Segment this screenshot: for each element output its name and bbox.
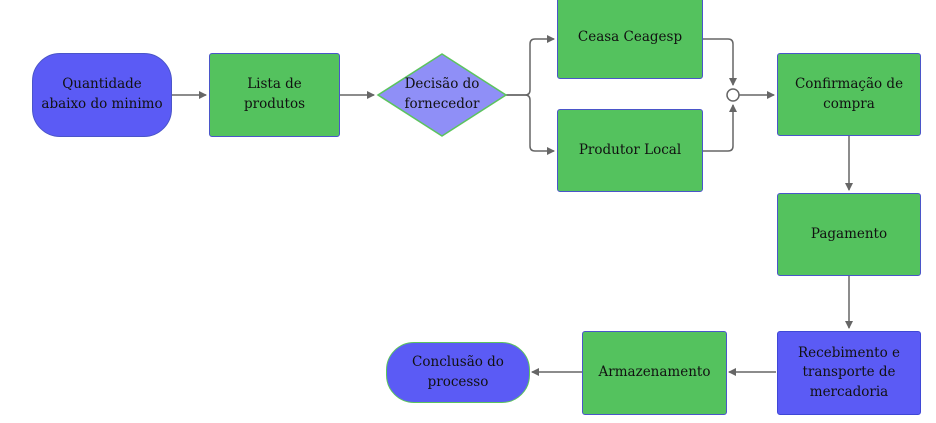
recebimento-transporte-box: Recebimento e transporte de mercadoria: [777, 331, 921, 415]
edge-produtor-to-merge: [703, 104, 737, 152]
produtor-local-box: Produtor Local: [557, 109, 703, 192]
start-terminator: Quantidade abaixo do minimo: [32, 53, 172, 137]
pagamento-label: Pagamento: [810, 225, 888, 242]
merge-connector: [726, 88, 740, 102]
pagamento-box: Pagamento: [777, 193, 921, 276]
recebimento-transporte-label: Recebimento e transporte de mercadoria: [798, 344, 900, 400]
conclusao-terminator-label: Conclusão do processo: [412, 353, 504, 390]
lista-produtos-box: Lista de produtos: [209, 53, 340, 137]
start-terminator-label: Quantidade abaixo do minimo: [41, 76, 163, 112]
lista-produtos-label: Lista de produtos: [243, 76, 306, 112]
armazenamento-label: Armazenamento: [598, 364, 711, 381]
produtor-local-label: Produtor Local: [578, 141, 682, 158]
confirmacao-compra-label: Confirmação de compra: [794, 75, 904, 112]
ceasa-ceagesp-box: Ceasa Ceagesp: [557, 0, 703, 79]
edge-ceasa-to-merge: [703, 38, 737, 86]
edge-decisao-to-produtor: [506, 94, 555, 155]
decisao-fornecedor-label: Decisão do fornecedor: [404, 76, 480, 112]
conclusao-terminator: Conclusão do processo: [386, 342, 530, 403]
edge-decisao-to-ceasa: [506, 35, 555, 96]
armazenamento-box: Armazenamento: [582, 331, 727, 415]
decisao-fornecedor-label-wrap: Decisão do fornecedor: [388, 70, 496, 120]
ceasa-ceagesp-label: Ceasa Ceagesp: [577, 28, 683, 45]
decision-diamond-shape: [376, 53, 508, 137]
confirmacao-compra-box: Confirmação de compra: [777, 53, 921, 136]
